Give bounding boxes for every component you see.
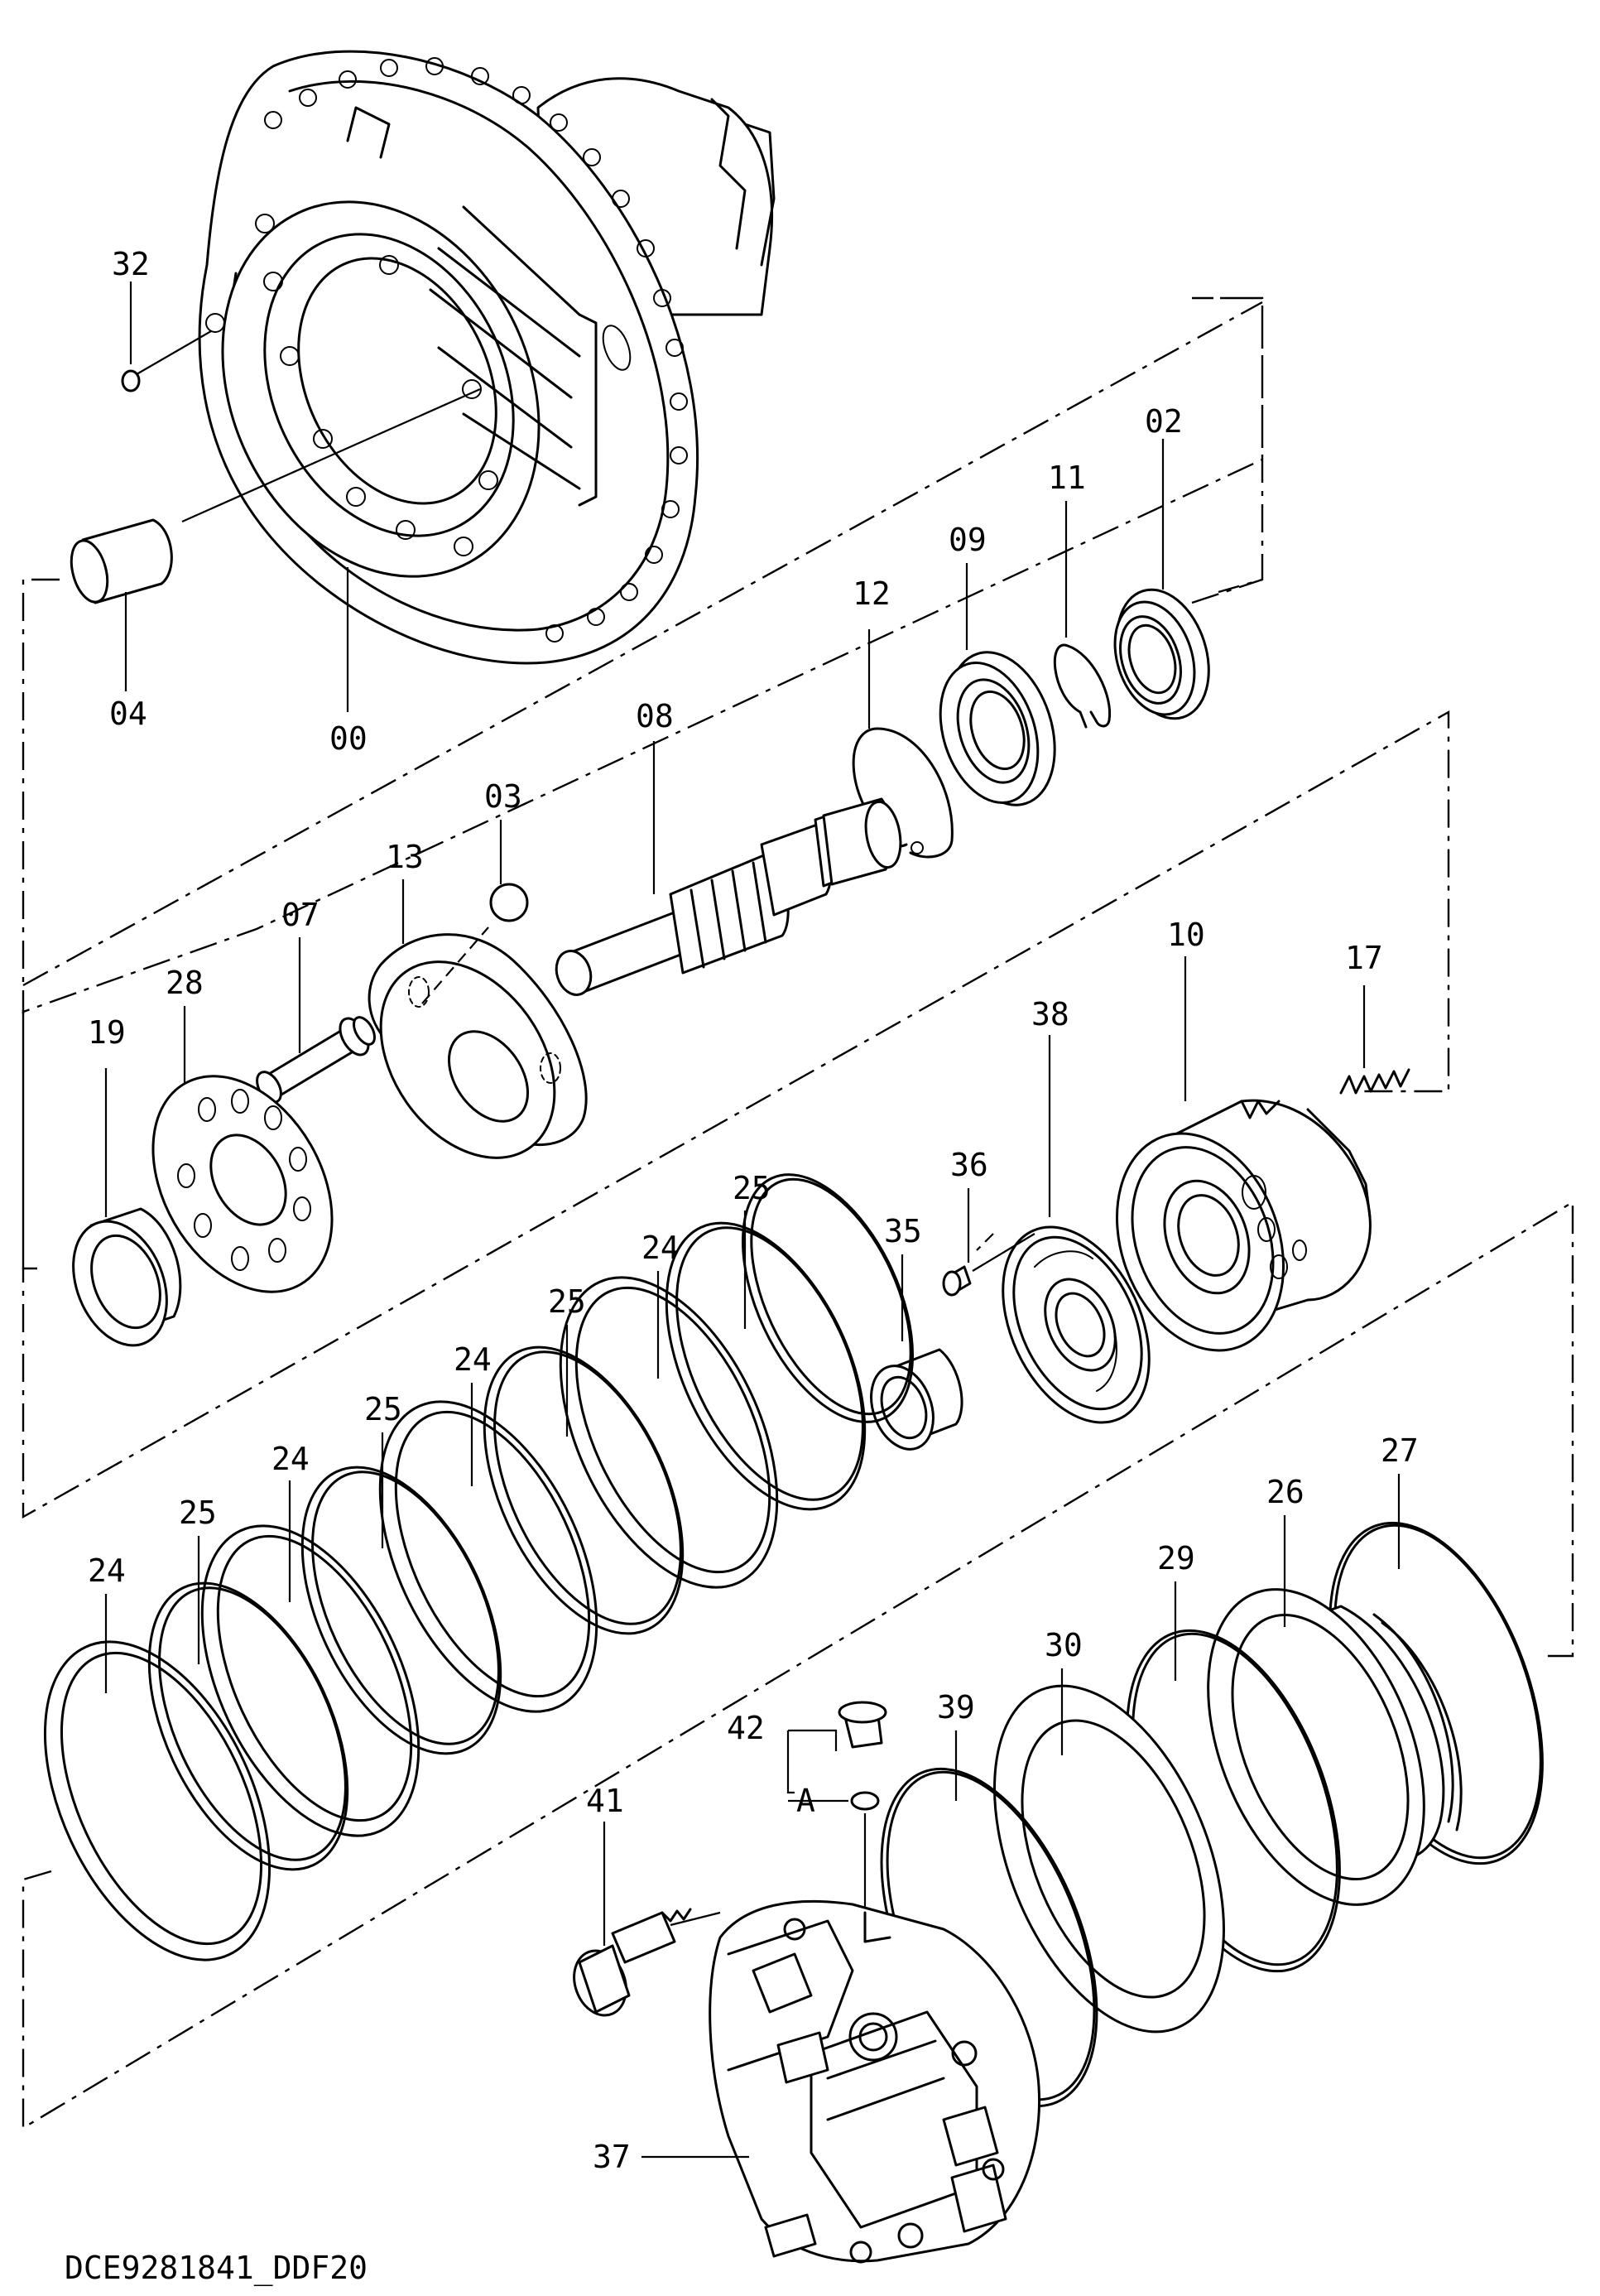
label-03: 03 [484,778,522,815]
label-38: 38 [1031,996,1069,1032]
spring-17 [1339,985,1410,1095]
label-13: 13 [386,839,424,875]
bolt-41 [573,1822,721,2017]
ring-25-b [665,1211,867,1511]
label-00: 00 [329,720,368,757]
plate-24-d [200,1480,420,1837]
valve-plate-38 [976,1035,1151,1424]
plate-24-c [378,1383,598,1713]
plate-28 [151,1006,334,1293]
label-28: 28 [166,965,204,1001]
label-26: 26 [1266,1474,1305,1510]
label-10: 10 [1167,917,1205,953]
label-07: 07 [281,897,320,933]
label-17: 17 [1345,940,1383,976]
label-25-a: 25 [733,1170,771,1206]
label-29: 29 [1157,1540,1195,1576]
label-25-c: 25 [364,1391,402,1427]
seal-02 [1113,439,1210,720]
label-24-b: 24 [454,1341,492,1378]
housing-00 [181,50,776,665]
label-30: 30 [1045,1627,1083,1663]
label-42: 42 [727,1710,765,1746]
label-27: 27 [1381,1432,1419,1469]
motor-body-37 [641,1899,1041,2264]
ring-25-a [741,1173,915,1423]
drawing-id-caption: DCE9281841_DDF20 [65,2250,368,2287]
ring-25-d [300,1432,502,1755]
label-39: 39 [937,1689,975,1726]
plate-24-b [559,1271,779,1589]
label-11: 11 [1048,460,1086,496]
snap-ring-11 [1053,501,1112,729]
label-ref-a: A [796,1783,815,1819]
ball-03 [489,820,529,922]
bearing-09 [939,563,1056,806]
plate-24-e [43,1594,271,1961]
label-19: 19 [88,1014,126,1051]
label-08: 08 [636,698,674,734]
label-41: 41 [586,1783,624,1819]
label-24-a: 24 [641,1230,680,1266]
label-24-d: 24 [88,1552,126,1589]
label-09: 09 [949,522,987,558]
label-36: 36 [950,1147,988,1183]
label-35: 35 [884,1213,922,1249]
cylinder-block-10 [1115,956,1372,1352]
pin-36 [942,1188,1035,1297]
label-04: 04 [109,696,147,732]
label-02: 02 [1145,403,1183,440]
pin-04 [70,518,173,691]
label-37: 37 [593,2139,631,2175]
label-24-c: 24 [271,1441,310,1477]
shaft-08 [555,741,902,996]
label-25-b: 25 [548,1283,586,1320]
assembly-dash-lines [22,296,1574,2130]
label-12: 12 [853,575,891,612]
plate-13 [368,879,588,1159]
plate-30 [993,1668,1225,2034]
retainer-26 [1207,1515,1463,1906]
o-ring-32 [121,282,212,392]
label-32: 32 [112,246,150,282]
needle-bearing-35 [870,1254,963,1451]
label-25-d: 25 [179,1495,217,1531]
ring-25-e [147,1536,349,1871]
bushing-19 [72,1068,182,1347]
